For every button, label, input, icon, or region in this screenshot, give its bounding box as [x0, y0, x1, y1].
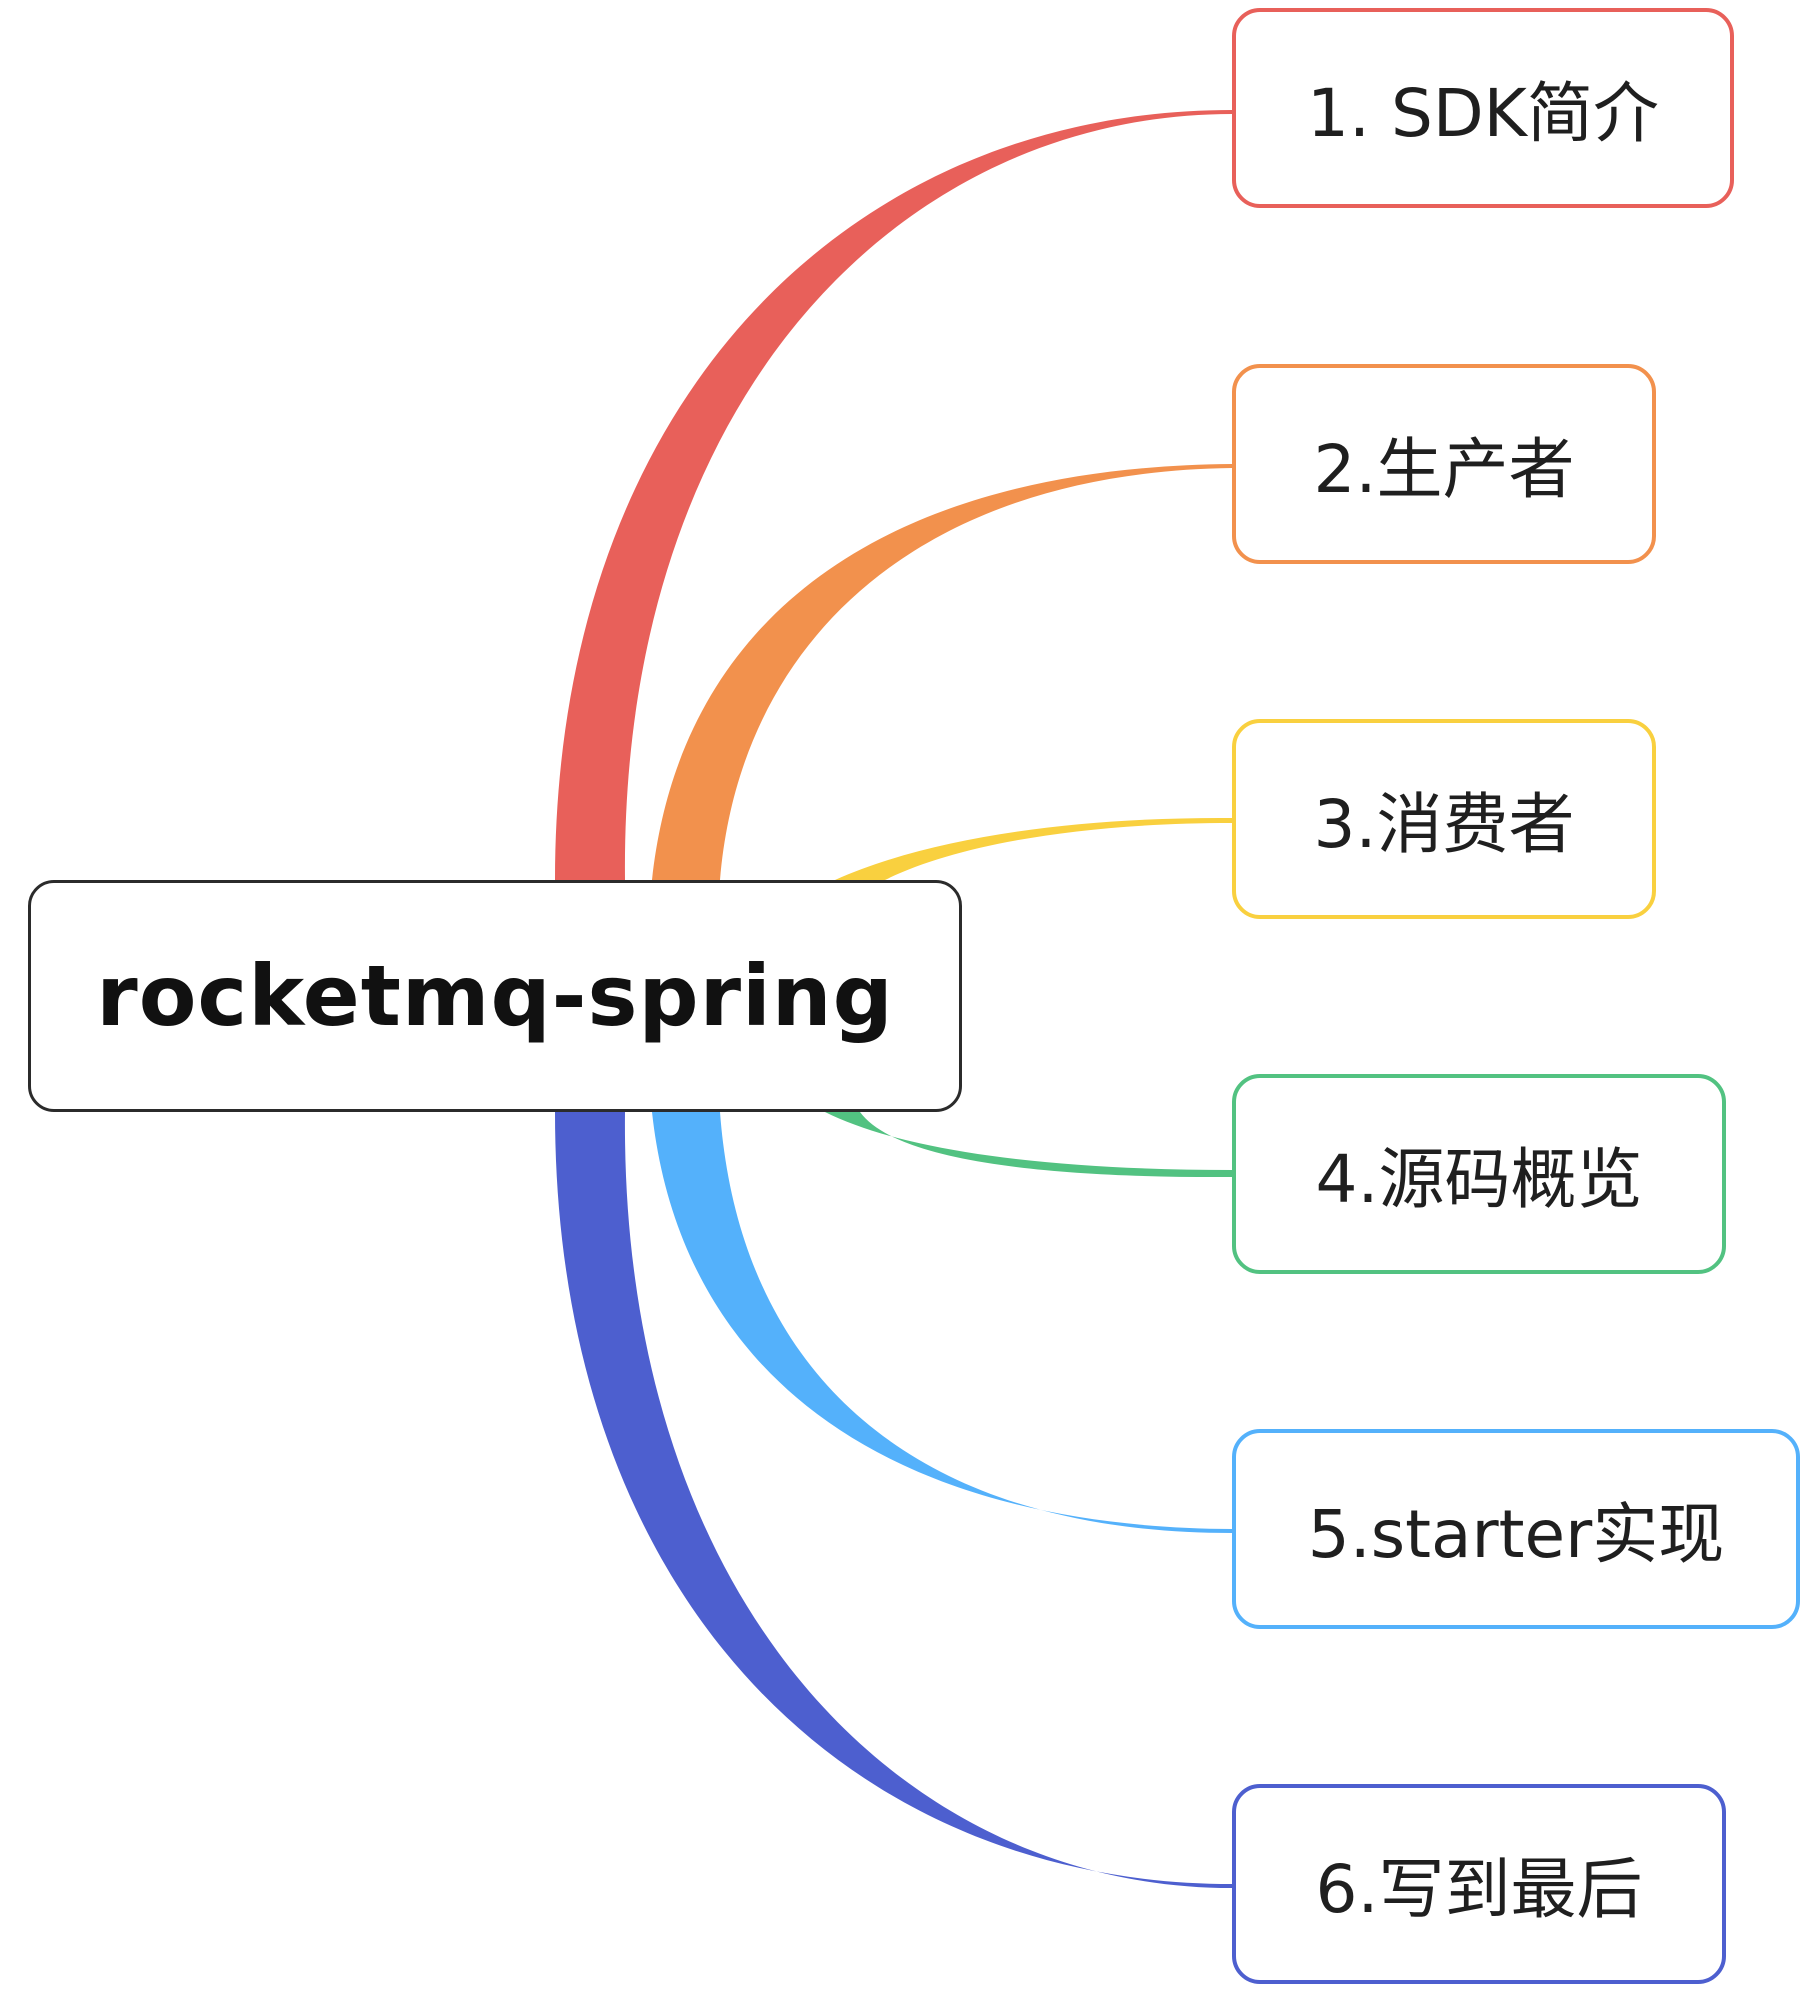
branch-connector-4: [825, 1112, 1232, 1178]
topic-conclusion[interactable]: 6.写到最后: [1232, 1784, 1726, 1984]
topic-sdk-intro[interactable]: 1. SDK简介: [1232, 8, 1734, 208]
branch-connector-2: [652, 464, 1232, 880]
topic-label: 2.生产者: [1313, 431, 1575, 508]
topic-label: 6.写到最后: [1315, 1851, 1643, 1928]
topic-source-overview[interactable]: 4.源码概览: [1232, 1074, 1726, 1274]
topic-label: 5.starter实现: [1307, 1496, 1725, 1573]
branch-connector-3: [835, 817, 1232, 880]
branch-connector-1: [555, 110, 1232, 880]
root-topic-label: rocketmq-spring: [96, 947, 894, 1045]
topic-label: 4.源码概览: [1315, 1141, 1643, 1218]
topic-starter-implementation[interactable]: 5.starter实现: [1232, 1429, 1800, 1629]
branch-connector-6: [555, 1112, 1232, 1888]
topic-producer[interactable]: 2.生产者: [1232, 364, 1656, 564]
topic-label: 1. SDK简介: [1307, 75, 1659, 152]
root-topic[interactable]: rocketmq-spring: [28, 880, 962, 1112]
topic-label: 3.消费者: [1313, 786, 1575, 863]
branch-connector-5: [652, 1112, 1232, 1533]
topic-consumer[interactable]: 3.消费者: [1232, 719, 1656, 919]
